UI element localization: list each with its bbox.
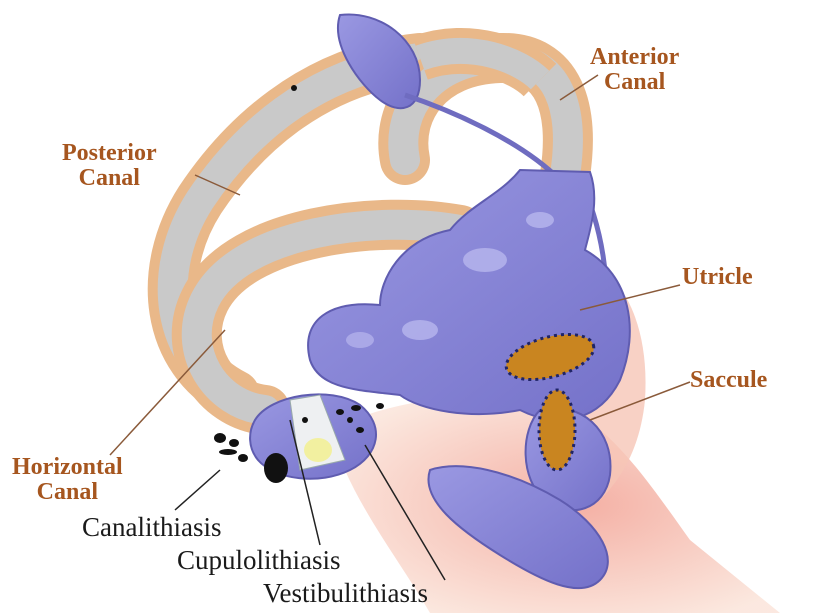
saccule-macula — [539, 390, 575, 470]
horizontal-canal-label: Horizontal Canal — [12, 455, 123, 505]
cupulolithiasis-label: Cupulolithiasis — [177, 546, 341, 574]
saccule-label: Saccule — [690, 368, 767, 393]
vestibulithiasis-label: Vestibulithiasis — [263, 579, 428, 607]
canalithiasis-label: Canalithiasis — [82, 513, 221, 541]
anterior-canal-label: Anterior Canal — [590, 45, 679, 95]
anterior-canal — [403, 51, 568, 175]
utricle-label: Utricle — [682, 265, 753, 290]
posterior-canal-label: Posterior Canal — [62, 141, 157, 191]
